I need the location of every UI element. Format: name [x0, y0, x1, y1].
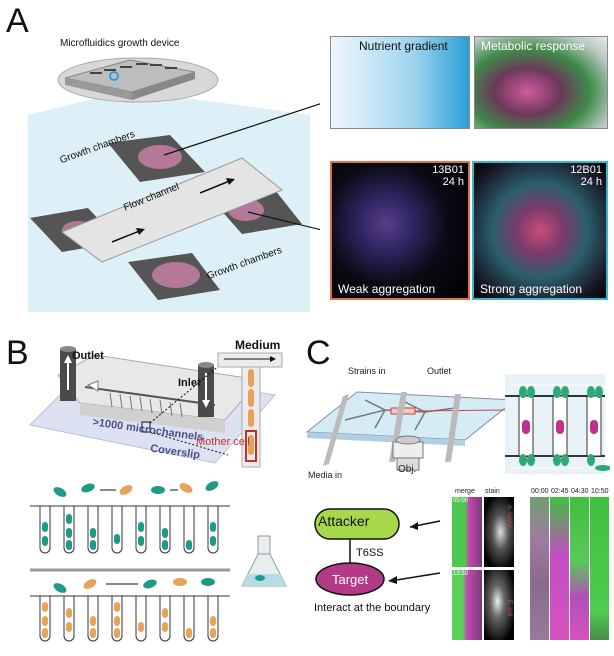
medium-label: Medium [235, 338, 281, 352]
chip-outlet-label: Outlet [427, 366, 452, 376]
merge-still-top: 05:00 [452, 497, 482, 567]
panel-b-letter: B [6, 334, 29, 372]
time-series-frame-0 [530, 497, 549, 640]
time-stamp-3: 10:50 [591, 488, 609, 495]
strong-time-label: 24 h [580, 176, 602, 188]
mother-machine-cells-diagram [30, 481, 287, 642]
panel-a-letter: A [6, 2, 29, 40]
strong-aggregation-caption: Strong aggregation [480, 282, 583, 296]
boundary-caption: Interact at the boundary [314, 602, 431, 614]
species-label-e: E. coli [506, 600, 512, 617]
device-label: Microfluidics growth device [60, 38, 180, 49]
strains-in-label: Strains in [348, 366, 386, 376]
strong-aggregation-image: 12B01 24 h Strong aggregation [472, 161, 608, 300]
time-stamp-0: 00:00 [531, 488, 549, 495]
weak-strain-label: 13B01 [432, 164, 464, 176]
time-series-frame-2 [570, 497, 589, 640]
media-in-label: Media in [308, 470, 343, 480]
panel-c-letter: C [306, 334, 331, 372]
merge-still-bottom: 12:30 [452, 570, 482, 640]
time-series-frame-3 [590, 497, 609, 640]
strong-strain-label: 12B01 [570, 164, 602, 176]
co-culture-chip-illustration [305, 374, 610, 474]
stain-still-top [484, 497, 514, 567]
attacker-label: Attacker [318, 513, 370, 529]
target-label: Target [332, 572, 369, 587]
inset-time-bottom: 12:30 [453, 571, 469, 577]
nutrient-gradient-label: Nutrient gradient [359, 39, 448, 53]
time-stamp-2: 04:30 [571, 488, 589, 495]
metabolic-response-label: Metabolic response [481, 39, 586, 53]
t6ss-interaction-diagram [314, 508, 441, 596]
mother-cell-label: Mother cell [196, 436, 250, 448]
weak-time-label: 24 h [442, 176, 464, 188]
inlet-label: Inlet [178, 377, 201, 389]
species-label-a: A. baylyi [506, 505, 512, 528]
weak-aggregation-caption: Weak aggregation [338, 282, 436, 296]
time-series-frame-1 [550, 497, 569, 640]
outlet-label: Outlet [72, 350, 104, 362]
stain-still-bottom [484, 570, 514, 640]
t6ss-label: T6SS [356, 547, 384, 559]
inset-time-top: 05:00 [453, 498, 469, 504]
weak-aggregation-image: 13B01 24 h Weak aggregation [330, 161, 470, 300]
nutrient-gradient-image: Nutrient gradient [330, 36, 470, 129]
microfluidics-device-illustration [28, 57, 320, 312]
merge-header: merge [455, 488, 475, 495]
stain-header: stain [485, 488, 500, 495]
time-stamp-1: 02:45 [551, 488, 569, 495]
metabolic-response-image: Metabolic response [474, 36, 608, 129]
mother-machine-device-illustration [28, 346, 283, 468]
objective-label: Obj. [398, 464, 417, 475]
